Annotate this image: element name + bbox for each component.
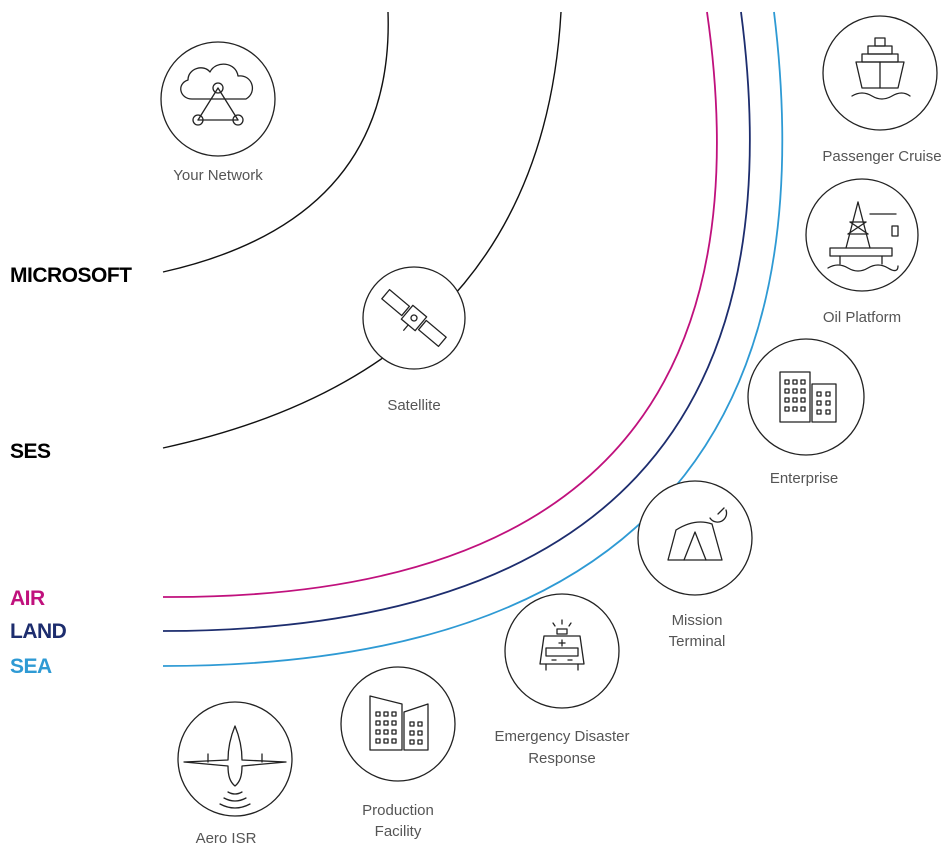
satellite-icon — [381, 288, 447, 348]
production-label-1: Production — [362, 802, 434, 819]
office-buildings-icon — [779, 371, 837, 423]
mission-terminal-label-2: Terminal — [669, 633, 726, 650]
land-label: LAND — [10, 620, 67, 643]
oil-platform-label: Oil Platform — [823, 309, 901, 326]
emergency-node: Emergency Disaster Response — [494, 593, 630, 767]
microsoft-arc — [162, 11, 389, 273]
aero-isr-node: Aero ISR — [177, 701, 293, 847]
tent-dish-icon — [667, 507, 728, 561]
air-label: AIR — [10, 587, 45, 610]
satellite-node: Satellite — [362, 266, 466, 414]
sea-label: SEA — [10, 655, 52, 678]
ses-label: SES — [10, 440, 51, 463]
emergency-label-1: Emergency Disaster — [494, 728, 629, 745]
your-network-node: Your Network — [160, 41, 276, 184]
oil-platform-node: Oil Platform — [805, 178, 919, 326]
mission-terminal-node: Mission Terminal — [637, 480, 753, 650]
passenger-cruise-label: Passenger Cruise — [822, 148, 941, 165]
satellite-label: Satellite — [387, 397, 440, 414]
oil-rig-icon — [827, 201, 899, 272]
emergency-label-2: Response — [528, 750, 596, 767]
air-arc — [162, 11, 718, 598]
your-network-label: Your Network — [173, 167, 263, 184]
aircraft-icon — [183, 725, 287, 809]
cloud-network-icon — [180, 63, 254, 126]
production-node: Production Facility — [340, 666, 456, 840]
enterprise-node: Enterprise — [747, 338, 865, 487]
mission-terminal-label-1: Mission — [672, 612, 723, 629]
passenger-cruise-node: Passenger Cruise — [822, 15, 942, 165]
ambulance-icon — [539, 619, 585, 671]
cruise-ship-icon — [851, 37, 911, 100]
microsoft-label: MICROSOFT — [10, 264, 132, 287]
land-arc — [162, 11, 751, 632]
enterprise-label: Enterprise — [770, 470, 838, 487]
aero-isr-label: Aero ISR — [196, 830, 257, 847]
factory-buildings-icon — [369, 695, 429, 751]
production-label-2: Facility — [375, 823, 422, 840]
